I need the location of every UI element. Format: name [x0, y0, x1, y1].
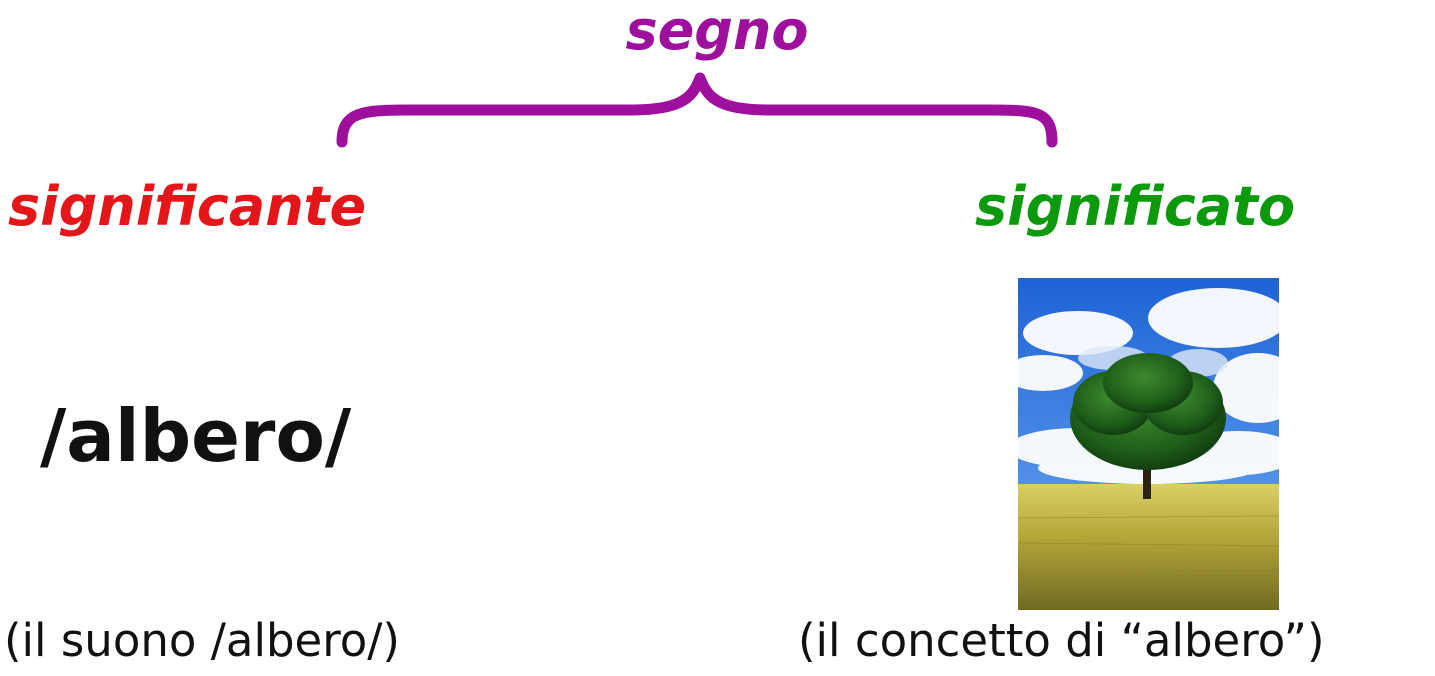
tree-in-field-icon: [1018, 278, 1279, 610]
signifier-label: significante: [8, 175, 367, 238]
signified-label: significato: [975, 175, 1296, 238]
signifier-example: /albero/: [40, 394, 352, 478]
signified-caption: (il concetto di “albero”): [798, 614, 1325, 667]
signifier-caption: (il suono /albero/): [4, 614, 400, 667]
curly-brace: [336, 72, 1058, 148]
sign-label: segno: [625, 0, 809, 62]
brace-stroke: [336, 72, 1058, 148]
